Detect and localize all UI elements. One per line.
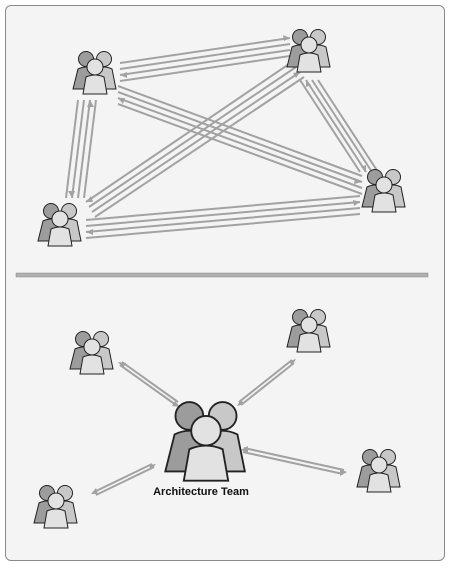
architecture-team-group [164, 401, 246, 482]
hub-arrows [93, 359, 345, 496]
group-lower-left [33, 485, 78, 529]
architecture-team-label: Architecture Team [153, 486, 249, 498]
hub-arrowheads [91, 359, 347, 494]
group-upper-left [69, 331, 114, 375]
network-arrows [65, 37, 379, 239]
group-bottom-left [37, 203, 82, 247]
network-arrowheads [68, 35, 366, 235]
section-divider [15, 272, 429, 278]
group-bottom-right [361, 169, 406, 213]
group-top-left [72, 51, 117, 95]
group-upper-right [286, 309, 331, 353]
group-right [356, 449, 401, 493]
group-top-right [286, 29, 331, 73]
